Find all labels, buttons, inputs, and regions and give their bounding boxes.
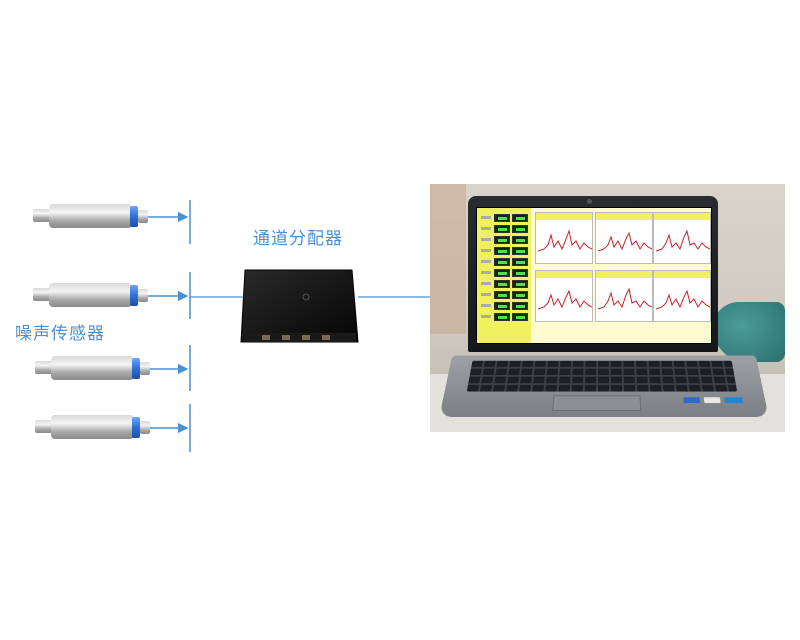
channel-readout-row — [481, 258, 529, 266]
spectrum-chart — [535, 212, 593, 264]
channel-readout-row — [481, 291, 529, 299]
laptop-screen — [476, 207, 712, 344]
channel-readout-panel — [477, 208, 531, 343]
keyboard — [466, 360, 738, 392]
spectrum-chart — [595, 270, 653, 322]
towel — [713, 302, 785, 362]
spectrum-chart — [653, 212, 711, 264]
sticker — [703, 397, 721, 404]
sensor-3 — [35, 356, 150, 380]
channel-readout-row — [481, 302, 529, 310]
webcam-icon — [587, 199, 592, 204]
sensor-1 — [33, 204, 148, 228]
sensor-2 — [33, 283, 148, 307]
channel-readout-row — [481, 313, 529, 321]
sensor-4 — [35, 415, 150, 439]
sensor-label: 噪声传感器 — [15, 324, 105, 344]
channel-distributor-icon — [240, 269, 359, 343]
background-wall — [430, 184, 466, 334]
channel-readout-row — [481, 269, 529, 277]
sticker — [683, 397, 701, 404]
spectrum-chart — [595, 212, 653, 264]
spectrum-chart — [653, 270, 711, 322]
channel-readout-row — [481, 225, 529, 233]
spectrum-chart — [535, 270, 593, 322]
channel-readout-row — [481, 280, 529, 288]
channel-readout-row — [481, 247, 529, 255]
sticker — [723, 397, 744, 404]
laptop-lid — [468, 196, 718, 352]
channel-readout-row — [481, 214, 529, 222]
touchpad — [552, 395, 642, 411]
channel-readout-row — [481, 236, 529, 244]
distributor-label: 通道分配器 — [253, 229, 343, 249]
laptop-photo — [430, 184, 785, 432]
laptop-base — [439, 355, 769, 417]
